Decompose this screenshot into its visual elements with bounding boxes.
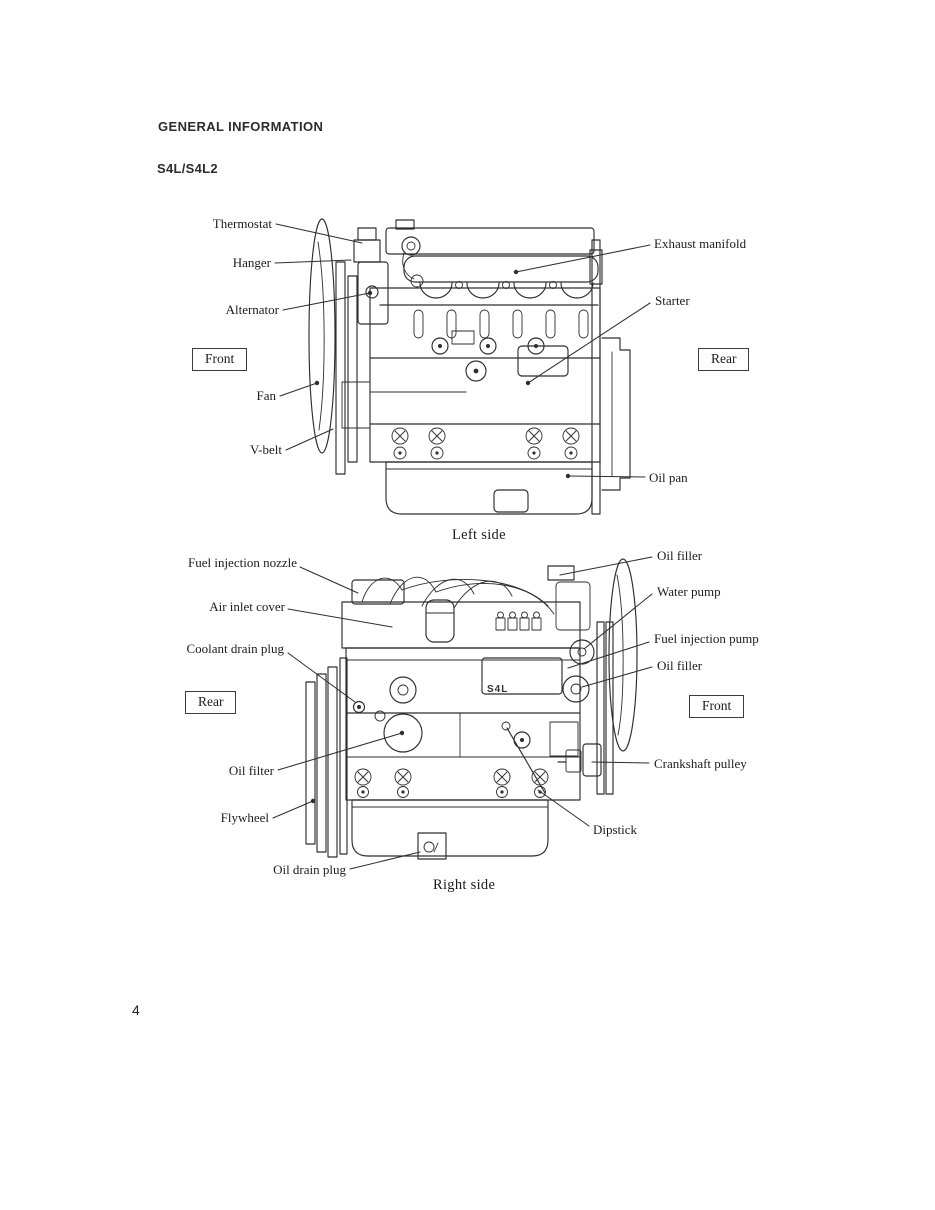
leader-oil-filler-top (560, 557, 652, 575)
label-v-belt: V-belt (249, 442, 282, 457)
leader-starter (528, 303, 650, 383)
leader-crankshaft-pulley (592, 762, 649, 763)
leader-oil-filler-side (582, 667, 652, 687)
label-thermostat: Thermostat (212, 216, 272, 231)
label-fuel-injection-pump: Fuel injection pump (654, 631, 759, 646)
label-hanger: Hanger (232, 255, 271, 270)
label-oil-filter: Oil filter (228, 763, 274, 778)
leader-v-belt (286, 429, 333, 450)
orientation-box-front-right-view: Front (689, 695, 745, 718)
label-oil-drain-plug: Oil drain plug (273, 862, 346, 877)
leader-alternator (283, 293, 370, 310)
leader-flywheel (273, 801, 313, 818)
orientation-box-front-left-view: Front (192, 348, 248, 371)
label-flywheel: Flywheel (220, 810, 269, 825)
page-number: 4 (132, 1002, 140, 1018)
leader-coolant-drain-plug (288, 653, 355, 702)
leader-oil-drain-plug (350, 852, 420, 869)
leader-fuel-injection-pump (568, 642, 649, 668)
leader-dipstick (538, 790, 589, 826)
label-exhaust-manifold: Exhaust manifold (654, 236, 747, 251)
label-starter: Starter (655, 293, 690, 308)
label-oil-pan: Oil pan (649, 470, 688, 485)
engine-model-marking: S4L (487, 684, 509, 695)
leader-oil-filter (278, 733, 402, 770)
leader-exhaust-manifold (516, 245, 650, 272)
label-alternator: Alternator (225, 302, 279, 317)
leader-water-pump (584, 594, 652, 649)
leader-oil-pan (568, 476, 645, 477)
caption-right-side: Right side (433, 877, 496, 893)
orientation-box-rear-left-view: Rear (698, 348, 750, 371)
leader-fan (280, 383, 317, 396)
label-fuel-injection-nozzle: Fuel injection nozzle (187, 555, 297, 570)
section-title: GENERAL INFORMATION (158, 119, 324, 134)
leader-fuel-injection-nozzle (300, 567, 358, 593)
label-crankshaft-pulley: Crankshaft pulley (654, 756, 747, 771)
leader-hanger (275, 260, 351, 263)
label-water-pump: Water pump (657, 584, 721, 599)
orientation-box-rear-right-view: Rear (185, 691, 237, 714)
engine-left-side-drawing (309, 219, 630, 514)
label-oil-filler-side: Oil filler (657, 658, 703, 673)
caption-left-side: Left side (452, 527, 506, 543)
label-air-inlet-cover: Air inlet cover (209, 599, 285, 614)
label-oil-filler-top: Oil filler (657, 548, 703, 563)
leader-thermostat (276, 224, 362, 243)
label-fan: Fan (256, 388, 277, 403)
label-dipstick: Dipstick (593, 822, 638, 837)
leader-lines-left-diagram (275, 224, 650, 479)
leader-air-inlet-cover (288, 609, 392, 627)
leader-lines-right-diagram (273, 557, 652, 869)
model-title: S4L/S4L2 (157, 161, 218, 176)
engine-right-side-drawing (306, 559, 637, 859)
label-coolant-drain-plug: Coolant drain plug (186, 641, 285, 656)
